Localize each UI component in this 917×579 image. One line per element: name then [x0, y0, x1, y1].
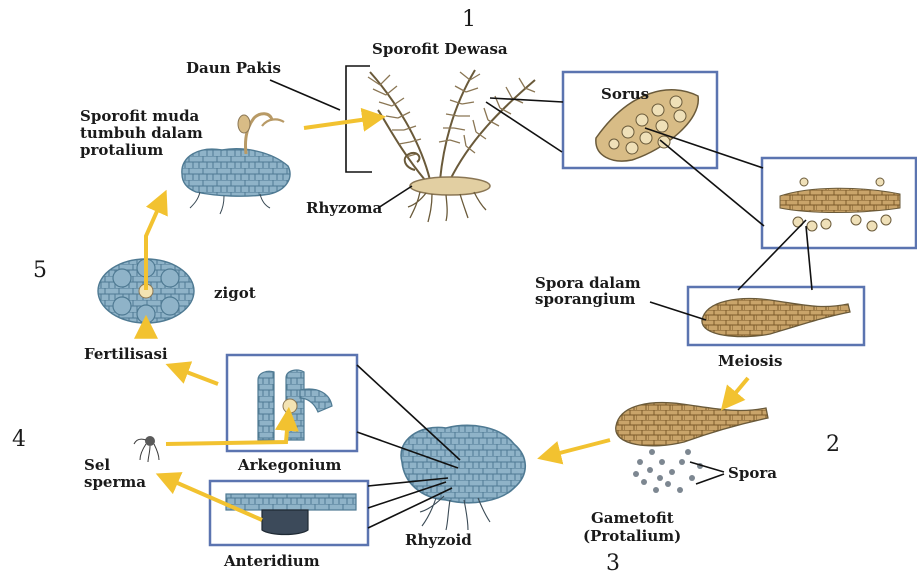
leader-spora	[690, 462, 724, 484]
leader-spora-dalam-sporangium	[650, 302, 706, 320]
label-anteridium: Anteridium	[223, 552, 320, 570]
leader-section-to-sporangium-1	[738, 220, 806, 290]
arrow-archegonium-to-fertilisation	[176, 368, 218, 384]
label-spora-dalam-sporangium-2: sporangium	[535, 290, 636, 308]
leader-rhyzoma	[378, 186, 412, 208]
stage-number-3: 3	[606, 551, 620, 574]
label-daun-pakis: Daun Pakis	[186, 59, 281, 77]
label-gametofit-2: (Protalium)	[583, 527, 681, 545]
arrow-spores-to-gametophyte	[548, 440, 610, 456]
leader-frond-to-sorus	[490, 98, 563, 102]
leader-frond-to-sorus-2	[486, 102, 562, 152]
label-sorus: Sorus	[601, 85, 649, 103]
leader-section-to-sporangium-2	[806, 226, 812, 290]
leader-daun-pakis	[270, 80, 340, 110]
label-sporofit-dewasa: Sporofit Dewasa	[372, 40, 508, 58]
label-arkegonium: Arkegonium	[237, 456, 341, 474]
label-sporofit-muda-2: tumbuh dalam	[80, 124, 203, 142]
arrow-young-to-mature	[304, 118, 375, 128]
sporangium-illustration	[702, 299, 850, 337]
label-fertilisasi: Fertilisasi	[84, 345, 168, 363]
label-rhyzoma: Rhyzoma	[306, 199, 382, 217]
leader-sorus-to-section-2	[660, 140, 764, 226]
arrow-meiosis-to-spores	[728, 378, 748, 402]
label-rhyzoid: Rhyzoid	[405, 531, 472, 549]
label-spora: Spora	[728, 464, 777, 482]
label-zigot: zigot	[214, 284, 256, 302]
gametophyte-illustration	[401, 425, 525, 530]
label-meiosis: Meiosis	[718, 352, 782, 370]
stage-number-5: 5	[33, 258, 47, 283]
stage-number-4: 4	[12, 427, 26, 452]
arkegonium-illustration	[258, 370, 332, 440]
sperm-cell-illustration	[134, 436, 159, 462]
label-sporofit-muda-3: protalium	[80, 141, 163, 159]
label-gametofit-1: Gametofit	[591, 509, 674, 527]
label-sporofit-muda-1: Sporofit muda	[80, 107, 200, 125]
stage-number-1: 1	[462, 7, 476, 32]
sorus-cross-section-illustration	[780, 178, 900, 231]
label-sel-sperma-2: sperma	[84, 473, 146, 491]
stage-number-2: 2	[826, 432, 840, 457]
label-sel-sperma-1: Sel	[84, 456, 110, 474]
